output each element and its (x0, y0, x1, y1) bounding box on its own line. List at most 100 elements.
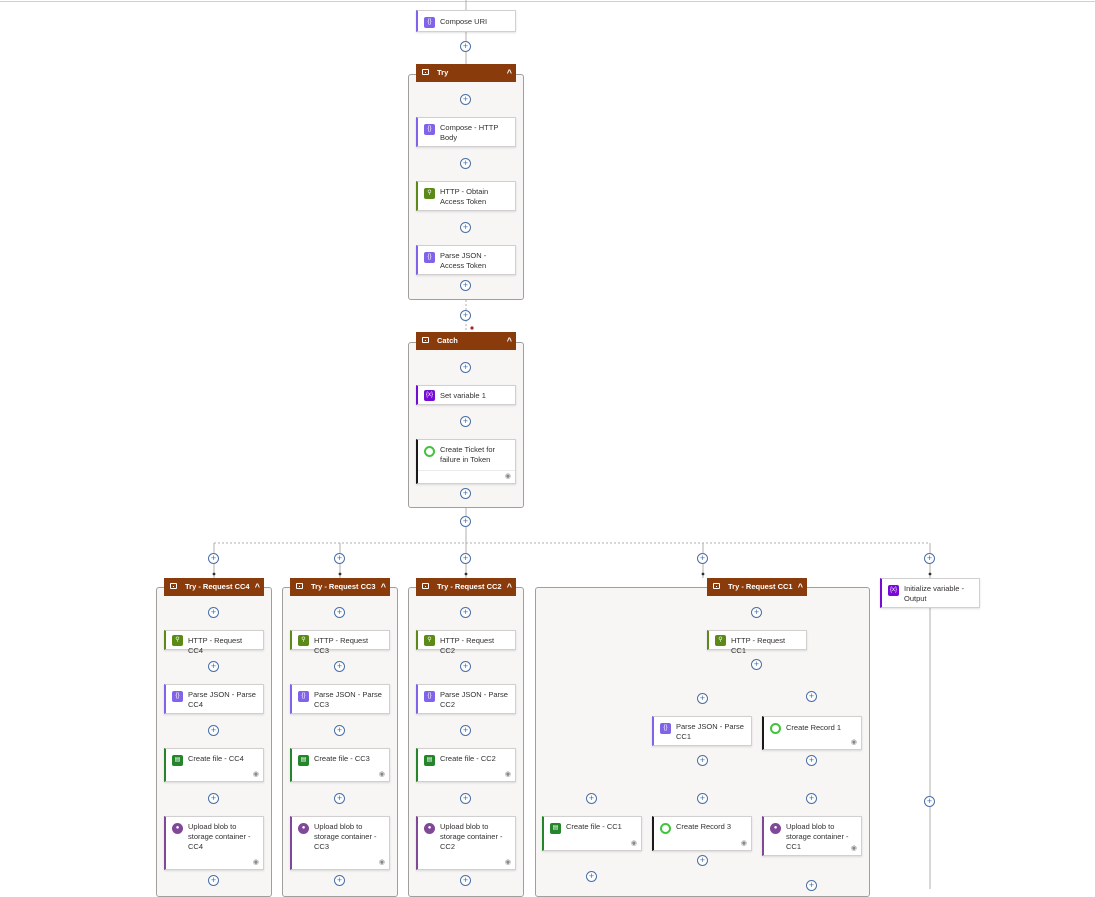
compose-uri-card[interactable]: {} Compose URI (416, 10, 516, 32)
add-step-icon[interactable]: + (460, 875, 471, 886)
create-record-1-card[interactable]: Create Record 1 ◉ (762, 716, 862, 750)
add-step-icon[interactable]: + (460, 553, 471, 564)
parse-json-cc2-card[interactable]: {} Parse JSON - Parse CC2 (416, 684, 516, 714)
add-step-icon[interactable]: + (806, 755, 817, 766)
parse-json-cc4-card[interactable]: {} Parse JSON - Parse CC4 (164, 684, 264, 714)
initialize-variable-card[interactable]: {x} Initialize variable - Output (880, 578, 980, 608)
chevron-up-icon[interactable]: ^ (506, 582, 512, 592)
step-label: Set variable 1 (440, 391, 486, 400)
step-label: Upload blob to storage container - CC2 (440, 822, 503, 851)
add-step-icon[interactable]: + (460, 793, 471, 804)
add-step-icon[interactable]: + (334, 607, 345, 618)
add-step-icon[interactable]: + (460, 41, 471, 52)
upload-blob-cc4-card[interactable]: ● Upload blob to storage container - CC4… (164, 816, 264, 870)
eye-icon[interactable]: ◉ (504, 859, 511, 866)
cc2-scope-header[interactable]: Try - Request CC2 ^ (416, 578, 516, 596)
eye-icon[interactable]: ◉ (740, 840, 747, 847)
cc4-scope-header[interactable]: Try - Request CC4 ^ (164, 578, 264, 596)
cc1-scope-header[interactable]: Try - Request CC1 ^ (707, 578, 807, 596)
add-step-icon[interactable]: + (697, 755, 708, 766)
create-ticket-card[interactable]: Create Ticket for failure in Token ◉ (416, 439, 516, 484)
eye-icon[interactable]: ◉ (378, 771, 385, 778)
add-step-icon[interactable]: + (460, 661, 471, 672)
eye-icon[interactable]: ◉ (252, 859, 259, 866)
add-step-icon[interactable]: + (208, 793, 219, 804)
parse-json-cc1-card[interactable]: {} Parse JSON - Parse CC1 (652, 716, 752, 746)
upload-blob-cc2-card[interactable]: ● Upload blob to storage container - CC2… (416, 816, 516, 870)
add-step-icon[interactable]: + (208, 607, 219, 618)
add-step-icon[interactable]: + (208, 553, 219, 564)
try-scope-header[interactable]: Try ^ (416, 64, 516, 82)
add-step-icon[interactable]: + (460, 222, 471, 233)
eye-icon[interactable]: ◉ (850, 739, 857, 746)
eye-icon[interactable]: ◉ (504, 771, 511, 778)
eye-icon[interactable]: ◉ (252, 771, 259, 778)
eye-icon[interactable]: ◉ (378, 859, 385, 866)
variable-icon: {x} (888, 585, 899, 596)
http-obtain-token-card[interactable]: ⚲ HTTP - Obtain Access Token (416, 181, 516, 211)
blob-storage-icon: ● (298, 823, 309, 834)
eye-icon[interactable]: ◉ (630, 840, 637, 847)
add-step-icon[interactable]: + (697, 553, 708, 564)
http-request-cc3-card[interactable]: ⚲ HTTP - Request CC3 (290, 630, 390, 655)
create-file-cc3-card[interactable]: ▤ Create file - CC3 ◉ (290, 748, 390, 782)
add-step-icon[interactable]: + (460, 94, 471, 105)
catch-scope-header[interactable]: Catch ^ (416, 332, 516, 350)
create-record-3-card[interactable]: Create Record 3 ◉ (652, 816, 752, 851)
add-step-icon[interactable]: + (208, 725, 219, 736)
chevron-up-icon[interactable]: ^ (797, 582, 803, 592)
add-step-icon[interactable]: + (208, 661, 219, 672)
chevron-up-icon[interactable]: ^ (254, 582, 260, 592)
add-step-icon[interactable]: + (806, 793, 817, 804)
add-step-icon[interactable]: + (697, 693, 708, 704)
add-step-icon[interactable]: + (460, 516, 471, 527)
step-label: Create file - CC1 (566, 822, 622, 831)
add-step-icon[interactable]: + (751, 659, 762, 670)
add-step-icon[interactable]: + (460, 158, 471, 169)
parse-json-cc3-card[interactable]: {} Parse JSON - Parse CC3 (290, 684, 390, 714)
add-step-icon[interactable]: + (460, 310, 471, 321)
http-request-cc4-card[interactable]: ⚲ HTTP - Request CC4 (164, 630, 264, 655)
step-label: Parse JSON - Parse CC4 (188, 690, 256, 709)
upload-blob-cc3-card[interactable]: ● Upload blob to storage container - CC3… (290, 816, 390, 870)
create-file-cc4-card[interactable]: ▤ Create file - CC4 ◉ (164, 748, 264, 782)
add-step-icon[interactable]: + (697, 793, 708, 804)
create-file-cc1-card[interactable]: ▤ Create file - CC1 ◉ (542, 816, 642, 851)
parse-json-token-card[interactable]: {} Parse JSON - Access Token (416, 245, 516, 275)
add-step-icon[interactable]: + (208, 875, 219, 886)
compose-http-body-card[interactable]: {} Compose - HTTP Body (416, 117, 516, 147)
add-step-icon[interactable]: + (586, 793, 597, 804)
add-step-icon[interactable]: + (586, 871, 597, 882)
add-step-icon[interactable]: + (924, 553, 935, 564)
add-step-icon[interactable]: + (460, 725, 471, 736)
cc2-scope-title: Try - Request CC2 (437, 582, 502, 591)
add-step-icon[interactable]: + (334, 875, 345, 886)
add-step-icon[interactable]: + (460, 416, 471, 427)
add-step-icon[interactable]: + (334, 725, 345, 736)
add-step-icon[interactable]: + (460, 280, 471, 291)
create-file-cc2-card[interactable]: ▤ Create file - CC2 ◉ (416, 748, 516, 782)
cc3-scope-header[interactable]: Try - Request CC3 ^ (290, 578, 390, 596)
file-icon: ▤ (172, 755, 183, 766)
add-step-icon[interactable]: + (334, 553, 345, 564)
add-step-icon[interactable]: + (460, 607, 471, 618)
upload-blob-cc1-card[interactable]: ● Upload blob to storage container - CC1… (762, 816, 862, 856)
add-step-icon[interactable]: + (697, 855, 708, 866)
add-step-icon[interactable]: + (334, 793, 345, 804)
add-step-icon[interactable]: + (460, 488, 471, 499)
add-step-icon[interactable]: + (806, 880, 817, 891)
add-step-icon[interactable]: + (806, 691, 817, 702)
add-step-icon[interactable]: + (924, 796, 935, 807)
set-variable-card[interactable]: {x} Set variable 1 (416, 385, 516, 405)
add-step-icon[interactable]: + (460, 362, 471, 373)
eye-icon[interactable]: ◉ (504, 473, 511, 480)
eye-icon[interactable]: ◉ (850, 845, 857, 852)
chevron-up-icon[interactable]: ^ (380, 582, 386, 592)
http-request-cc2-card[interactable]: ⚲ HTTP - Request CC2 (416, 630, 516, 655)
http-request-cc1-card[interactable]: ⚲ HTTP - Request CC1 (707, 630, 807, 655)
add-step-icon[interactable]: + (751, 607, 762, 618)
chevron-up-icon[interactable]: ^ (506, 68, 512, 78)
add-step-icon[interactable]: + (334, 661, 345, 672)
chevron-up-icon[interactable]: ^ (506, 336, 512, 346)
